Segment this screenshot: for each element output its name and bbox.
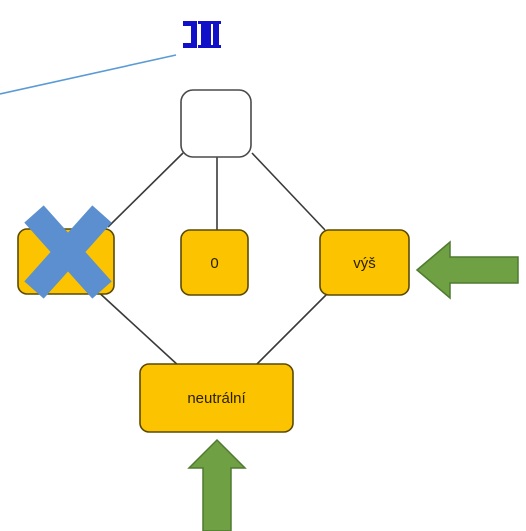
callout-line — [0, 54, 177, 95]
node-bottom-label: neutrální — [187, 390, 246, 407]
edge-top-right — [251, 152, 326, 231]
node-bottom — [139, 363, 294, 433]
node-right-label: výš — [353, 255, 376, 272]
diagram-edges — [93, 152, 328, 368]
x-mark-icon — [24, 205, 112, 299]
edge-top-left — [107, 152, 184, 228]
node-right — [319, 229, 410, 296]
edge-right-bottom — [255, 293, 328, 366]
node-middle-label: 0 — [210, 255, 218, 272]
arrow-left-icon — [415, 240, 519, 300]
node-top — [180, 89, 252, 158]
arrow-up-icon — [187, 438, 247, 531]
edge-left-bottom — [93, 287, 181, 368]
node-middle — [180, 229, 249, 296]
bracket-symbol-icon — [183, 21, 221, 48]
